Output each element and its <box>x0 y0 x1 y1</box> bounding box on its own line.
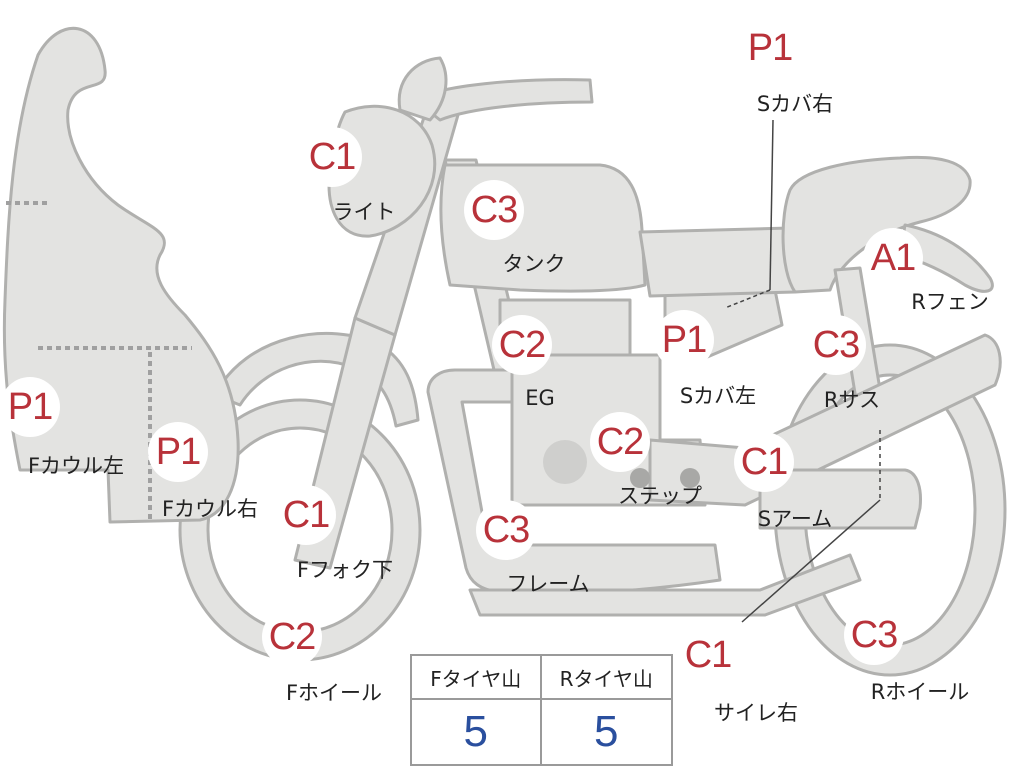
grade-badge-front-cowl-right: P1 <box>148 422 208 482</box>
grade-badge-light: C1 <box>302 127 362 187</box>
part-label-side-cover-right: Sカバ右 <box>756 92 834 116</box>
rear-fender-shape <box>898 223 994 293</box>
step-peg-left <box>630 468 650 488</box>
part-label-front-cowl-left: Fカウル左 <box>27 454 125 478</box>
grade-badge-swing-arm: C1 <box>734 432 794 492</box>
grade-badge-rear-fender: A1 <box>863 228 923 288</box>
grade-badge-front-fork-lower: C1 <box>276 485 336 545</box>
grade-badge-rear-wheel: C3 <box>844 605 904 665</box>
grade-badge-front-cowl-left: P1 <box>0 377 60 437</box>
grade-badge-frame: C3 <box>476 500 536 560</box>
grade-badge-engine: C2 <box>492 315 552 375</box>
grade-badge-muffler-right: C1 <box>678 625 738 685</box>
part-label-tank: タンク <box>502 252 566 276</box>
handlebar-shape <box>413 78 594 122</box>
mirror-shape <box>397 56 448 122</box>
engine-cover-circle <box>543 440 587 484</box>
part-label-swing-arm: Sアーム <box>757 507 833 531</box>
seat-shape <box>781 155 972 294</box>
tire-tread-table: Fタイヤ山 Rタイヤ山 5 5 <box>410 654 673 766</box>
part-label-rear-wheel: Rホイール <box>870 680 970 704</box>
grade-badge-side-cover-left: P1 <box>654 310 714 370</box>
grade-badge-step: C2 <box>590 412 650 472</box>
front-tire-value: 5 <box>412 700 542 764</box>
rear-tire-value: 5 <box>594 707 619 756</box>
part-label-rear-suspension: Rサス <box>823 388 881 412</box>
front-wheel-shape <box>178 398 422 662</box>
part-label-rear-fender: Rフェン <box>911 290 989 314</box>
muffler-shape <box>758 468 922 530</box>
grade-badge-side-cover-right: P1 <box>740 18 800 78</box>
grade-badge-tank: C3 <box>464 180 524 240</box>
grade-badge-rear-suspension: C3 <box>806 315 866 375</box>
leader-line-side-cover-right-dash <box>724 289 771 309</box>
part-label-engine: EG <box>525 386 555 410</box>
part-label-front-wheel: Fホイール <box>285 681 383 705</box>
front-cowl-shape <box>2 26 240 524</box>
part-label-front-fork-lower: Fフォク下 <box>296 558 394 582</box>
front-tire-header: Fタイヤ山 <box>412 656 542 700</box>
grade-badge-front-wheel: C2 <box>262 607 322 667</box>
frame-lower-shape <box>468 553 862 617</box>
part-label-muffler-right: サイレ右 <box>714 701 798 725</box>
leader-line-muffler-diag <box>741 499 881 623</box>
part-label-frame: フレーム <box>506 572 590 596</box>
leader-line-side-cover-right <box>769 119 774 291</box>
side-cover-top-shape <box>638 226 797 298</box>
step-peg-right <box>680 468 700 488</box>
rear-tire-header: Rタイヤ山 <box>541 656 671 700</box>
part-label-front-cowl-right: Fカウル右 <box>161 497 259 521</box>
part-label-side-cover-left: Sカバ左 <box>679 384 757 408</box>
part-label-step: ステップ <box>618 484 702 508</box>
part-label-light: ライト <box>332 200 396 224</box>
